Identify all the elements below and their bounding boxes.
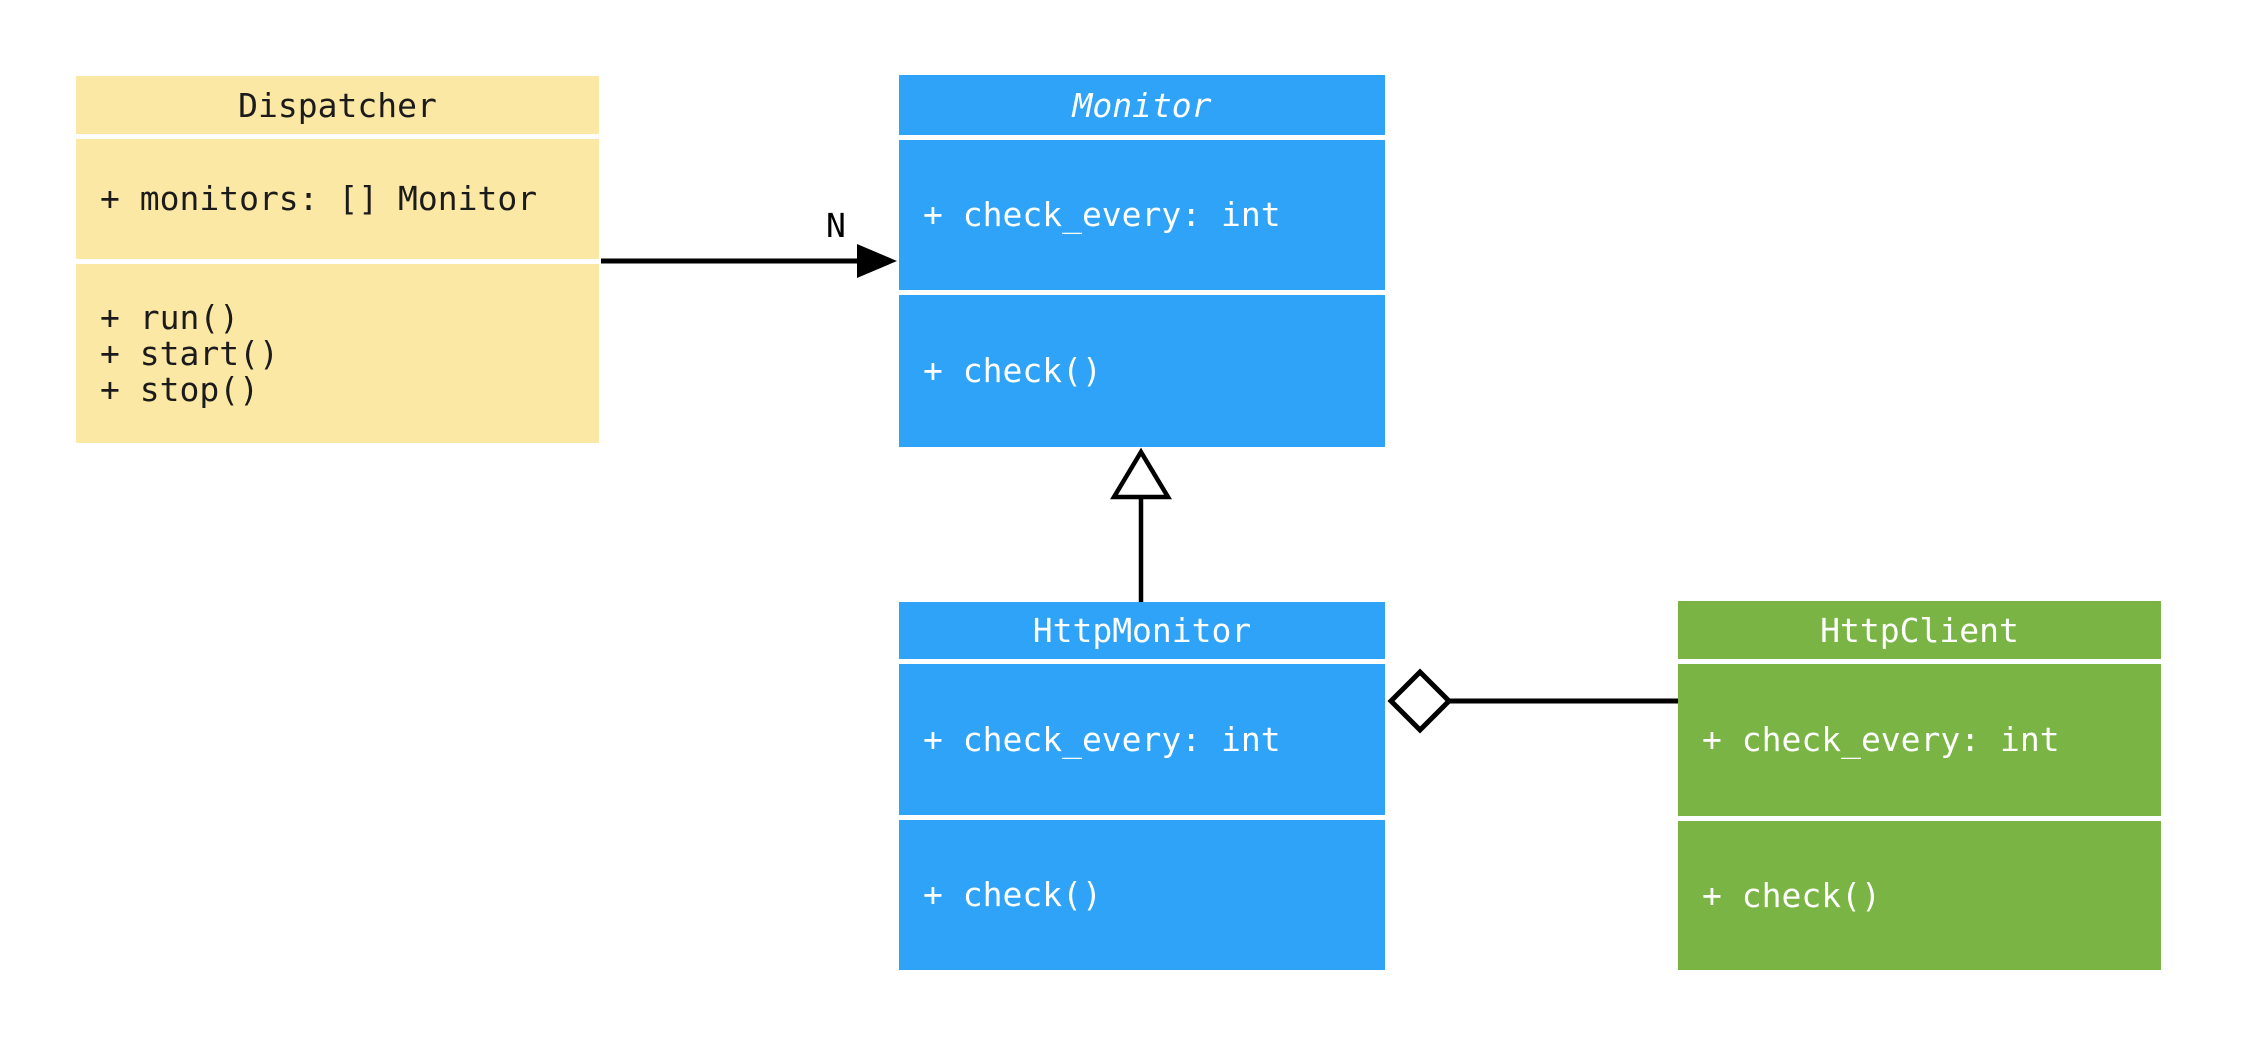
multiplicity-label: N bbox=[826, 206, 846, 245]
class-title-httpmonitor: HttpMonitor bbox=[899, 602, 1385, 659]
class-box-dispatcher: Dispatcher + monitors: [] Monitor + run(… bbox=[76, 76, 599, 443]
inheritance-httpmonitor-to-monitor bbox=[1110, 447, 1172, 602]
aggregation-httpmonitor-to-httpclient bbox=[1387, 668, 1678, 734]
methods-compartment-httpclient: + check() bbox=[1678, 821, 2161, 970]
class-title-dispatcher: Dispatcher bbox=[76, 76, 599, 134]
attribute-row: + check_every: int bbox=[923, 195, 1281, 234]
methods-compartment-dispatcher: + run() + start() + stop() bbox=[76, 264, 599, 443]
class-box-monitor: Monitor + check_every: int + check() bbox=[899, 75, 1385, 447]
association-dispatcher-to-monitor bbox=[601, 244, 897, 278]
aggregation-diamond-icon bbox=[1387, 668, 1453, 734]
method-row: + check() bbox=[1702, 875, 1881, 915]
class-box-httpmonitor: HttpMonitor + check_every: int + check() bbox=[899, 602, 1385, 970]
class-title-monitor: Monitor bbox=[899, 75, 1385, 135]
method-row: + check() bbox=[923, 875, 1102, 914]
method-row: + run() bbox=[100, 297, 240, 337]
attribute-row: + check_every: int bbox=[923, 719, 1281, 759]
attribute-row: + monitors: [] Monitor bbox=[100, 179, 538, 218]
class-title-httpclient: HttpClient bbox=[1678, 601, 2161, 659]
methods-compartment-httpmonitor: + check() bbox=[899, 820, 1385, 970]
attributes-compartment-httpclient: + check_every: int bbox=[1678, 664, 2161, 816]
method-row: + check() bbox=[923, 351, 1102, 390]
association-arrowhead-icon bbox=[857, 244, 897, 278]
inheritance-triangle-icon bbox=[1110, 447, 1172, 500]
attributes-compartment-monitor: + check_every: int bbox=[899, 140, 1385, 290]
attributes-compartment-dispatcher: + monitors: [] Monitor bbox=[76, 139, 599, 259]
attribute-row: + check_every: int bbox=[1702, 720, 2060, 759]
attributes-compartment-httpmonitor: + check_every: int bbox=[899, 664, 1385, 815]
method-row: + stop() bbox=[100, 369, 259, 409]
method-row: + start() bbox=[100, 333, 279, 373]
methods-compartment-monitor: + check() bbox=[899, 295, 1385, 447]
class-box-httpclient: HttpClient + check_every: int + check() bbox=[1678, 601, 2161, 970]
